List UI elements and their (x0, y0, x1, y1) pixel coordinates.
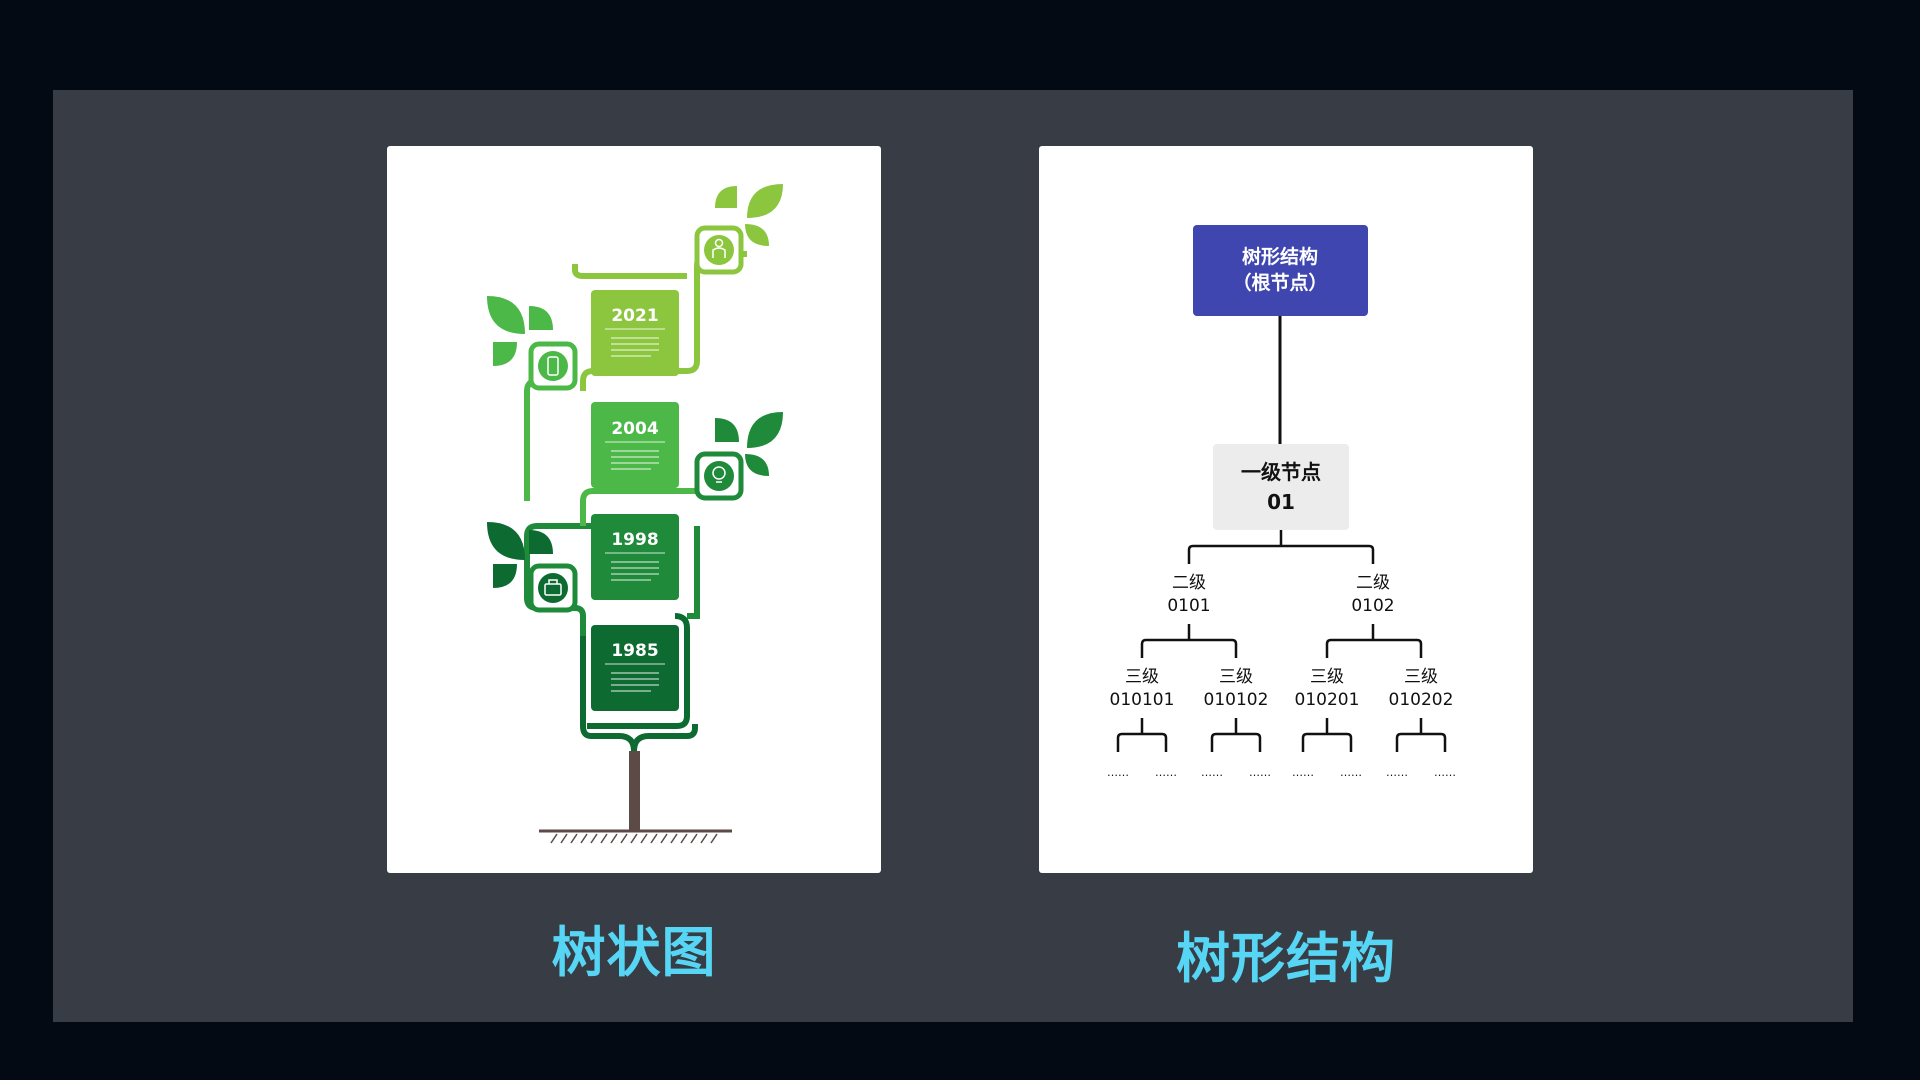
vine-1985-frame (587, 613, 690, 729)
year-box-1998 (591, 514, 679, 600)
edge-0101-level3 (1140, 624, 1238, 658)
edge-level1-level2 (1187, 530, 1375, 564)
year-label-2004: 2004 (611, 419, 658, 439)
vine-1998-left (524, 523, 592, 586)
level1-node-code: 01 (1267, 490, 1295, 514)
presentation-slide: 2021 2004 1998 (53, 90, 1853, 1022)
year-box-2004 (591, 402, 679, 488)
person-icon (694, 225, 744, 275)
tree-chart-caption: 树状图 (551, 921, 717, 984)
leaf-ellipsis: …… (1201, 766, 1223, 779)
root-node-subtitle: （根节点） (1232, 271, 1327, 294)
ground-hatch (550, 833, 718, 844)
level1-node-title: 一级节点 (1241, 460, 1321, 484)
level2-node-0102-code: 0102 (1351, 596, 1394, 616)
edge-010202-leaves (1395, 718, 1447, 752)
leaves-top-right (715, 184, 783, 246)
root-node (1193, 225, 1368, 316)
leaves-upper-left (487, 296, 553, 366)
phone-icon (528, 341, 578, 391)
tree-structure-diagram: 树形结构 （根节点） 一级节点 01 二级 0101 二级 0102 三级 01… (1107, 225, 1456, 779)
level3-node-010102-title: 三级 (1219, 667, 1253, 687)
leaves-middle-right (715, 412, 783, 476)
edge-010201-leaves (1301, 718, 1353, 752)
edge-010102-leaves (1210, 718, 1262, 752)
lightbulb-icon (694, 451, 744, 501)
edge-010101-leaves (1116, 718, 1168, 752)
leaf-ellipsis: …… (1340, 766, 1362, 779)
tree-infographic: 2021 2004 1998 (487, 184, 783, 844)
leaf-ellipsis: …… (1292, 766, 1314, 779)
root-node-title: 树形结构 (1242, 245, 1318, 268)
level3-node-010102-code: 010102 (1204, 690, 1269, 710)
vine-1998-right (687, 526, 700, 619)
level3-node-010201-code: 010201 (1295, 690, 1360, 710)
level3-node-010202-title: 三级 (1404, 667, 1438, 687)
level3-node-010202-code: 010202 (1389, 690, 1454, 710)
level1-node (1213, 444, 1349, 530)
leaf-ellipsis: …… (1107, 766, 1129, 779)
vine-2004-left (524, 378, 565, 501)
tree-trunk (629, 751, 640, 831)
year-label-1985: 1985 (611, 641, 658, 661)
tree-structure-caption: 树形结构 (1176, 927, 1396, 990)
tree-structure-card: 树形结构 （根节点） 一级节点 01 二级 0101 二级 0102 三级 01… (1039, 146, 1533, 873)
year-label-1998: 1998 (611, 530, 658, 550)
vine-2021-top (572, 264, 687, 279)
year-label-2021: 2021 (611, 306, 658, 326)
year-box-2021 (591, 290, 679, 376)
level3-node-010101-title: 三级 (1125, 667, 1159, 687)
trunk-branch-right (631, 724, 698, 752)
level2-node-0102-title: 二级 (1356, 573, 1390, 593)
leaf-ellipsis: …… (1434, 766, 1456, 779)
level2-node-0101-title: 二级 (1172, 573, 1206, 593)
tree-chart-card: 2021 2004 1998 (387, 146, 881, 873)
leaf-ellipsis: …… (1249, 766, 1271, 779)
edge-0102-level3 (1325, 624, 1423, 658)
leaf-ellipsis: …… (1155, 766, 1177, 779)
year-box-1985 (591, 625, 679, 711)
briefcase-icon (528, 563, 578, 613)
level2-node-0101-code: 0101 (1167, 596, 1210, 616)
level3-node-010101-code: 010101 (1110, 690, 1175, 710)
leaf-ellipsis: …… (1386, 766, 1408, 779)
leaves-lower-left (487, 522, 553, 588)
level3-node-010201-title: 三级 (1310, 667, 1344, 687)
